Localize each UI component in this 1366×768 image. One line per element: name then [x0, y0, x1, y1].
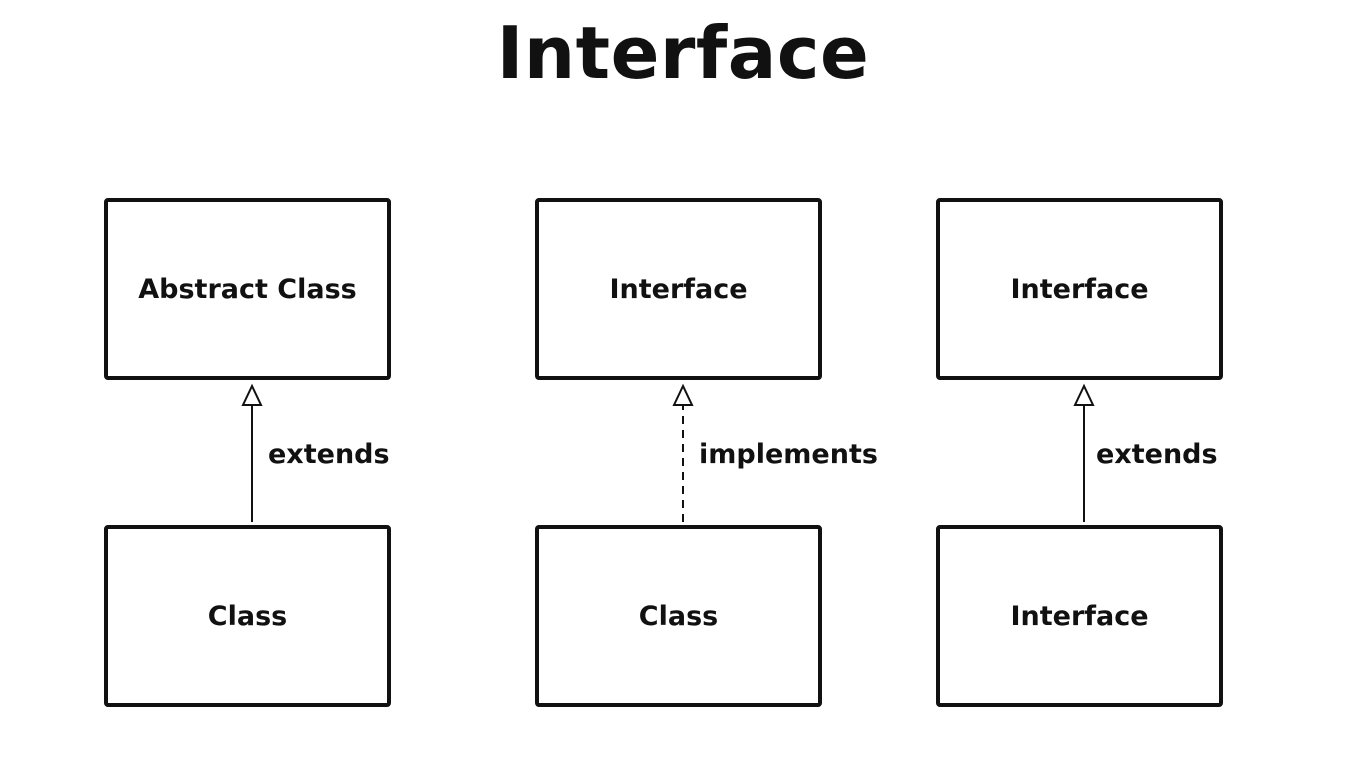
box-label: Interface — [609, 273, 748, 305]
hollow-arrowhead-icon — [672, 383, 694, 406]
page-title: Interface — [496, 11, 870, 95]
parent-box-abstract-class[interactable]: Abstract Class — [104, 198, 391, 380]
child-box-class[interactable]: Class — [104, 525, 391, 707]
relation-label-extends: extends — [1096, 439, 1218, 470]
parent-box-interface[interactable]: Interface — [535, 198, 822, 380]
box-label: Class — [638, 600, 719, 632]
child-box-interface[interactable]: Interface — [936, 525, 1223, 707]
hollow-arrowhead-icon — [241, 383, 263, 406]
connector-extends-2 — [1073, 383, 1095, 522]
connector-extends-1 — [241, 383, 263, 522]
box-label: Abstract Class — [138, 273, 357, 305]
box-label: Interface — [1010, 600, 1149, 632]
connector-implements — [672, 383, 694, 522]
relation-label-extends: extends — [268, 439, 390, 470]
relation-label-implements: implements — [699, 439, 878, 470]
parent-box-interface[interactable]: Interface — [936, 198, 1223, 380]
hollow-arrowhead-icon — [1073, 383, 1095, 406]
box-label: Interface — [1010, 273, 1149, 305]
box-label: Class — [207, 600, 288, 632]
child-box-class[interactable]: Class — [535, 525, 822, 707]
